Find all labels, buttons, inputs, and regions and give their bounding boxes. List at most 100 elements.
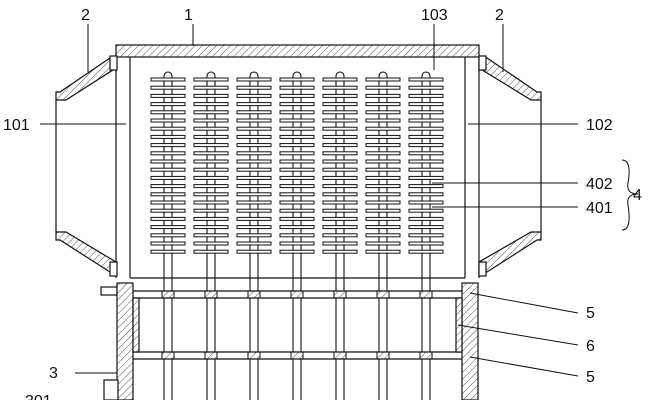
fin — [365, 167, 401, 172]
fin — [150, 192, 186, 197]
fin — [279, 225, 315, 230]
fin — [365, 151, 401, 156]
fin — [408, 77, 444, 82]
seal-block — [290, 351, 304, 360]
left-duct — [55, 55, 118, 277]
fin — [236, 134, 272, 139]
fin — [365, 225, 401, 230]
seal-block — [161, 290, 175, 299]
fin — [408, 159, 444, 164]
fin — [236, 241, 272, 246]
fin — [322, 134, 358, 139]
fin — [365, 110, 401, 115]
label-101: 101 — [3, 117, 30, 134]
label-402: 402 — [586, 176, 613, 193]
fin — [150, 241, 186, 246]
seal-block — [419, 351, 433, 360]
fin — [408, 143, 444, 148]
fin — [193, 151, 229, 156]
fin — [322, 143, 358, 148]
fin — [193, 175, 229, 180]
fin — [193, 249, 229, 254]
seal-block — [419, 290, 433, 299]
fin — [236, 167, 272, 172]
fin — [322, 216, 358, 221]
upper-box — [115, 57, 480, 279]
fin — [322, 77, 358, 82]
fin — [322, 159, 358, 164]
fin — [365, 233, 401, 238]
fin — [365, 93, 401, 98]
fin — [279, 216, 315, 221]
fin — [236, 216, 272, 221]
heat-pipe-array — [150, 71, 444, 400]
fin — [365, 241, 401, 246]
fin — [322, 192, 358, 197]
fin — [150, 249, 186, 254]
lower-section — [100, 282, 479, 400]
fin — [408, 93, 444, 98]
fin — [408, 249, 444, 254]
fin — [236, 175, 272, 180]
seal-block — [333, 351, 347, 360]
fin — [279, 118, 315, 123]
fin — [322, 102, 358, 107]
fin — [279, 110, 315, 115]
fin — [408, 175, 444, 180]
fin — [279, 126, 315, 131]
label-103: 103 — [421, 7, 448, 24]
fin — [365, 102, 401, 107]
seal-block — [376, 351, 390, 360]
fin — [236, 93, 272, 98]
fin — [236, 159, 272, 164]
fin — [193, 184, 229, 189]
fin — [408, 225, 444, 230]
fin — [193, 216, 229, 221]
fin — [150, 184, 186, 189]
fin — [408, 118, 444, 123]
fin — [193, 192, 229, 197]
fin — [279, 184, 315, 189]
fin — [236, 208, 272, 213]
fin — [193, 208, 229, 213]
fin — [365, 159, 401, 164]
fin — [365, 249, 401, 254]
fin — [408, 102, 444, 107]
fin — [193, 159, 229, 164]
fin — [193, 118, 229, 123]
fin — [408, 184, 444, 189]
fin — [193, 167, 229, 172]
fin — [150, 225, 186, 230]
fin — [150, 77, 186, 82]
fin — [408, 192, 444, 197]
label-2-right: 2 — [495, 7, 504, 24]
fin — [193, 102, 229, 107]
fin — [365, 175, 401, 180]
fin — [279, 175, 315, 180]
fin — [279, 151, 315, 156]
fin — [322, 126, 358, 131]
fin — [193, 225, 229, 230]
fin — [236, 85, 272, 90]
fin — [236, 118, 272, 123]
label-5-lower: 5 — [586, 369, 595, 386]
label-3: 3 — [49, 365, 58, 382]
fin — [322, 151, 358, 156]
fin — [150, 151, 186, 156]
fin — [236, 184, 272, 189]
fin — [322, 249, 358, 254]
fin — [365, 134, 401, 139]
fin — [150, 233, 186, 238]
label-1: 1 — [184, 7, 193, 24]
fin — [279, 134, 315, 139]
fin — [322, 200, 358, 205]
heat-pipe — [279, 71, 315, 400]
fin — [408, 85, 444, 90]
label-4: 4 — [633, 187, 642, 204]
fin — [408, 216, 444, 221]
leader-lines — [40, 24, 639, 377]
fin — [322, 175, 358, 180]
fin — [322, 110, 358, 115]
seal-block — [204, 351, 218, 360]
fin — [408, 126, 444, 131]
